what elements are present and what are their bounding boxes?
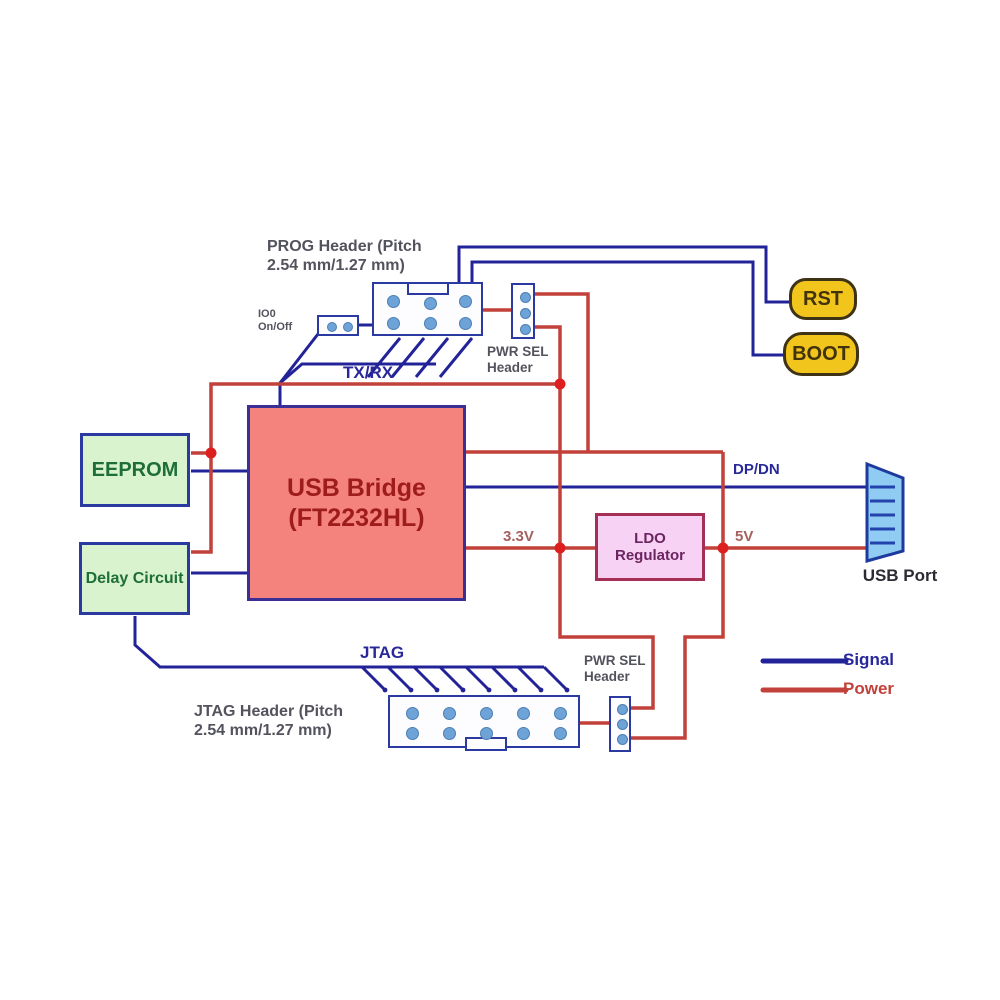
wire-rst	[457, 245, 789, 304]
jtag-header-label-line1: JTAG Header (Pitch	[194, 703, 344, 720]
pin	[553, 706, 567, 720]
io0-label-line2: On/Off	[258, 321, 293, 333]
eeprom-block: EEPROM	[80, 433, 190, 507]
pin	[343, 322, 353, 332]
usb-port-pins	[870, 485, 895, 545]
pin	[442, 726, 456, 740]
jtag-header-label: JTAG Header (Pitch 2.54 mm/1.27 mm)	[194, 702, 343, 740]
pwr-sel-bottom-label-line1: PWR SEL	[584, 653, 646, 668]
pin	[386, 294, 400, 308]
pwr-sel-top-label-line1: PWR SEL	[487, 344, 549, 359]
jtag-header-label-line2: 2.54 mm/1.27 mm)	[194, 722, 332, 739]
pin	[479, 706, 493, 720]
pin	[405, 706, 419, 720]
prog-bus-hatch	[366, 337, 474, 378]
legend-lines	[760, 658, 849, 693]
wire-pwrsel-top-pin3	[531, 325, 562, 384]
ldo-regulator-block: LDO Regulator	[595, 513, 705, 581]
pin	[327, 322, 337, 332]
pin	[519, 292, 531, 303]
power-junction-dots	[205, 378, 729, 554]
net-label-dpdn: DP/DN	[733, 461, 780, 478]
ldo-regulator-label: LDO Regulator	[614, 530, 685, 564]
legend-signal-label: Signal	[843, 650, 895, 669]
pin	[616, 704, 628, 715]
pin	[423, 296, 437, 310]
net-label-3v3: 3.3V	[503, 528, 534, 545]
delay-circuit-block: Delay Circuit	[79, 542, 190, 615]
power-wires	[191, 292, 867, 740]
wire-33v-bottom-sel	[558, 548, 655, 710]
prog-header	[372, 282, 483, 336]
usb-port-label: USB Port	[862, 566, 938, 585]
wire-jtag-bus	[133, 616, 544, 669]
eeprom-label: EEPROM	[91, 458, 179, 481]
usb-bridge-label-line2: (FT2232HL)	[288, 504, 425, 532]
pwr-sel-header-top	[511, 283, 535, 339]
pwr-sel-top-label: PWR SEL Header	[487, 344, 549, 376]
boot-button-label: BOOT	[792, 342, 850, 365]
boot-button: BOOT	[783, 332, 859, 376]
net-label-5v: 5V	[735, 528, 754, 545]
jtag-header	[388, 695, 580, 751]
pin	[442, 706, 456, 720]
pin	[516, 726, 530, 740]
wire-io0-branch	[278, 333, 320, 384]
delay-circuit-label: Delay Circuit	[85, 569, 184, 587]
pin	[516, 706, 530, 720]
rst-button-label: RST	[803, 287, 843, 310]
pwr-sel-bottom-label: PWR SEL Header	[584, 653, 646, 685]
wire-delay-rail	[191, 382, 560, 554]
pwr-sel-top-label-line2: Header	[487, 360, 533, 375]
pwr-sel-header-bottom	[609, 696, 631, 752]
wire-pwrsel-top-pin1	[531, 292, 590, 452]
prog-header-notch	[407, 282, 449, 295]
wire-prog-bus	[278, 362, 436, 405]
pwr-sel-bottom-label-line2: Header	[584, 669, 630, 684]
usb-bridge-label-line1: USB Bridge	[287, 473, 426, 502]
pin	[405, 726, 419, 740]
io0-label: IO0 On/Off	[258, 308, 314, 334]
pin	[458, 294, 472, 308]
wire-boot	[470, 260, 783, 357]
prog-header-label: PROG Header (Pitch 2.54 mm/1.27 mm)	[267, 237, 422, 275]
pin	[519, 324, 531, 335]
pin	[616, 734, 628, 745]
legend-power-label: Power	[843, 679, 895, 698]
io0-jumper	[317, 315, 359, 336]
pin	[553, 726, 567, 740]
pin	[386, 316, 400, 330]
io0-label-line1: IO0	[258, 308, 276, 320]
pin	[479, 726, 493, 740]
usb-port-shape	[865, 461, 905, 563]
pin	[616, 719, 628, 730]
prog-header-label-line1: PROG Header (Pitch	[267, 238, 422, 255]
pin	[519, 308, 531, 319]
signal-wires	[133, 245, 867, 693]
net-label-jtag: JTAG	[360, 643, 405, 662]
net-label-txrx: TX/RX	[343, 363, 394, 382]
rst-button: RST	[789, 278, 857, 320]
jtag-bus-hatch	[360, 665, 570, 693]
prog-header-label-line2: 2.54 mm/1.27 mm)	[267, 257, 405, 274]
pin	[458, 316, 472, 330]
wire-5v-bottom-sel	[629, 548, 725, 740]
usb-bridge-block: USB Bridge (FT2232HL)	[247, 405, 466, 601]
pin	[423, 316, 437, 330]
